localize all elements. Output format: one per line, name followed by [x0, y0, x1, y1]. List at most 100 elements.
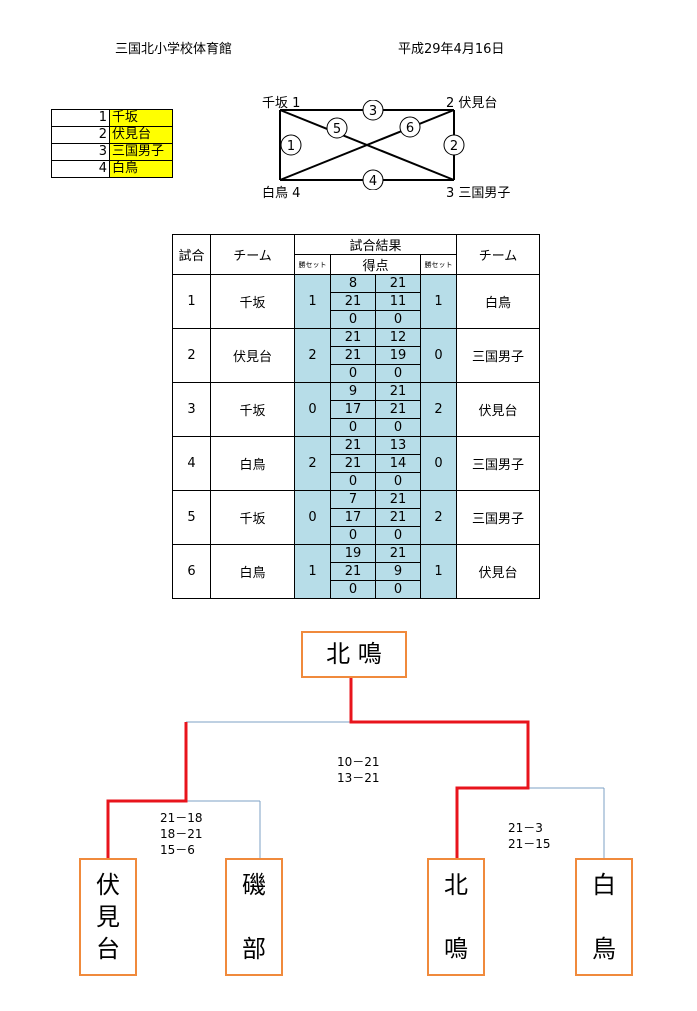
- score-a: 0: [330, 310, 376, 329]
- sets-a: 1: [294, 544, 331, 599]
- entrant-char: 磯: [242, 871, 266, 899]
- team-row: 4 白鳥: [51, 160, 173, 178]
- score-b: 21: [375, 544, 421, 563]
- match-number-6: 6: [406, 121, 414, 136]
- table-row: 5 千坂 0 7 21 2 三国男子: [172, 490, 540, 545]
- venue-title: 三国北小学校体育館: [115, 42, 233, 57]
- champion-name: 北 鳴: [326, 640, 382, 668]
- match-number-5: 5: [333, 122, 341, 137]
- left-semi-scores: 21－18 18－21 15－6: [160, 811, 203, 857]
- entrant-char: 白: [592, 871, 616, 899]
- table-row: 2 伏見台 2 21 12 0 三国男子: [172, 328, 540, 383]
- score-b: 0: [375, 364, 421, 383]
- team-name: 白鳥: [109, 160, 173, 178]
- match-no: 2: [172, 328, 211, 383]
- score-a: 21: [330, 562, 376, 581]
- table-row: 3 千坂 0 9 21 2 伏見台: [172, 382, 540, 437]
- diagram-label-bottom-left: 白鳥 4: [262, 186, 301, 201]
- team-number: 4: [51, 160, 110, 178]
- sets-b: 0: [420, 328, 457, 383]
- team-name: 三国男子: [109, 143, 173, 161]
- results-table: 試合 チーム 試合結果 チーム 勝セット 得点 勝セット 1 千坂 1 8 21…: [172, 234, 540, 599]
- match-no: 6: [172, 544, 211, 599]
- team-name: 伏見台: [109, 126, 173, 144]
- round-robin-diagram: 1 2 3 4 5 6: [279, 100, 465, 190]
- team-b: 伏見台: [456, 382, 540, 437]
- entrant-char: 鳥: [592, 935, 616, 963]
- team-b: 伏見台: [456, 544, 540, 599]
- diagram-label-bottom-right: 3 三国男子: [446, 186, 511, 201]
- team-a: 白鳥: [210, 544, 295, 599]
- score-a: 0: [330, 364, 376, 383]
- score-b: 21: [375, 508, 421, 527]
- score-a: 21: [330, 436, 376, 455]
- match-number-4: 4: [369, 174, 377, 189]
- entrant-char: 台: [96, 935, 120, 963]
- score-a: 0: [330, 472, 376, 491]
- score-b: 11: [375, 292, 421, 311]
- header-team-b: チーム: [456, 234, 540, 275]
- score-b: 0: [375, 580, 421, 599]
- score-b: 19: [375, 346, 421, 365]
- sets-b: 0: [420, 436, 457, 491]
- team-list: 1 千坂 2 伏見台 3 三国男子 4 白鳥: [51, 109, 173, 178]
- diagram-label-top-left: 千坂 1: [262, 96, 301, 111]
- sets-a: 1: [294, 274, 331, 329]
- sets-a: 2: [294, 436, 331, 491]
- entrant-char: 北: [444, 871, 468, 899]
- score-b: 0: [375, 472, 421, 491]
- header-team-a: チーム: [210, 234, 295, 275]
- score-a: 17: [330, 400, 376, 419]
- event-date: 平成29年4月16日: [398, 42, 505, 57]
- team-row: 3 三国男子: [51, 143, 173, 161]
- score-a: 21: [330, 328, 376, 347]
- score-b: 0: [375, 526, 421, 545]
- match-no: 5: [172, 490, 211, 545]
- match-number-1: 1: [287, 139, 295, 154]
- score-b: 14: [375, 454, 421, 473]
- score-a: 0: [330, 526, 376, 545]
- diagram-label-top-right: 2 伏見台: [446, 96, 498, 111]
- team-name: 千坂: [109, 109, 173, 127]
- table-row: 6 白鳥 1 19 21 1 伏見台: [172, 544, 540, 599]
- right-semi-scores: 21－3 21－15: [508, 821, 551, 851]
- entrant-box-shiratori: 白 鳥: [575, 858, 633, 976]
- team-a: 伏見台: [210, 328, 295, 383]
- sets-b: 1: [420, 274, 457, 329]
- score-a: 21: [330, 346, 376, 365]
- table-row: 4 白鳥 2 21 13 0 三国男子: [172, 436, 540, 491]
- entrant-char: 鳴: [444, 935, 468, 963]
- match-number-2: 2: [450, 139, 458, 154]
- sets-a: 2: [294, 328, 331, 383]
- score-a: 9: [330, 382, 376, 401]
- entrant-box-fushimidai: 伏 見 台: [79, 858, 137, 976]
- entrant-char: 伏: [96, 871, 120, 899]
- team-row: 1 千坂: [51, 109, 173, 127]
- score-a: 8: [330, 274, 376, 293]
- score-a: 17: [330, 508, 376, 527]
- score-a: 21: [330, 454, 376, 473]
- team-b: 三国男子: [456, 436, 540, 491]
- match-number-3: 3: [369, 104, 377, 119]
- entrant-char: 見: [96, 903, 120, 931]
- champion-box: 北 鳴: [301, 631, 407, 678]
- sets-b: 2: [420, 490, 457, 545]
- header-points: 得点: [330, 254, 421, 275]
- entrant-box-isobe: 磯 部: [225, 858, 283, 976]
- final-scores: 10－21 13－21: [337, 755, 380, 785]
- match-no: 4: [172, 436, 211, 491]
- score-b: 21: [375, 400, 421, 419]
- team-b: 三国男子: [456, 490, 540, 545]
- score-b: 9: [375, 562, 421, 581]
- score-b: 12: [375, 328, 421, 347]
- score-b: 0: [375, 310, 421, 329]
- score-b: 13: [375, 436, 421, 455]
- score-b: 21: [375, 490, 421, 509]
- sets-a: 0: [294, 382, 331, 437]
- score-a: 0: [330, 580, 376, 599]
- entrant-box-hokumei: 北 鳴: [427, 858, 485, 976]
- entrant-char: 部: [242, 935, 266, 963]
- team-a: 千坂: [210, 490, 295, 545]
- table-row: 1 千坂 1 8 21 1 白鳥: [172, 274, 540, 329]
